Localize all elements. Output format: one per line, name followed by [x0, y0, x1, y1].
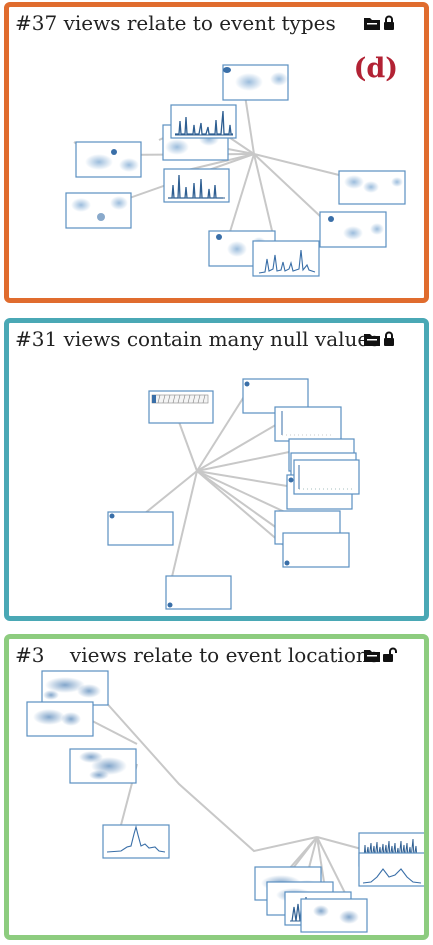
cluster-title: #3 views relate to event locations [15, 643, 379, 667]
cluster-description: views relate to event locations [69, 643, 380, 667]
view-thumbnail[interactable] [41, 670, 109, 706]
cluster-actions [364, 331, 395, 346]
lock-closed-icon[interactable] [383, 331, 395, 346]
cluster-card-event-locations[interactable]: #3 views relate to event locations [4, 634, 429, 940]
view-thumbnail[interactable] [69, 748, 137, 784]
view-thumbnail[interactable] [300, 898, 368, 933]
view-thumbnail[interactable] [163, 168, 230, 203]
cluster-count: #37 [15, 11, 58, 35]
graph-edges [138, 394, 300, 582]
cluster-card-event-types[interactable]: #37 views relate to event types (d) [4, 2, 429, 303]
view-thumbnail[interactable] [338, 170, 406, 205]
view-thumbnail[interactable] [107, 511, 174, 546]
view-graph [107, 378, 360, 610]
cluster-actions [364, 15, 395, 30]
view-thumbnail[interactable] [26, 701, 94, 737]
view-thumbnail[interactable] [282, 532, 350, 568]
cluster-count: #3 [15, 643, 45, 667]
view-thumbnail[interactable] [274, 406, 342, 442]
panel-tag: (d) [353, 53, 398, 84]
cluster-title: #37 views relate to event types [15, 11, 336, 35]
cluster-description: views contain many null values [63, 327, 380, 351]
view-thumbnail[interactable] [170, 104, 237, 139]
view-thumbnail[interactable] [165, 575, 232, 610]
lock-closed-icon[interactable] [383, 15, 395, 30]
view-thumbnail[interactable] [293, 459, 360, 495]
view-thumbnail[interactable] [222, 64, 289, 101]
cluster-card-null-values[interactable]: #31 views contain many null values [4, 318, 429, 621]
cluster-title: #31 views contain many null values [15, 327, 380, 351]
folder-icon[interactable] [364, 332, 380, 346]
view-thumbnail[interactable] [148, 390, 214, 424]
view-thumbnail[interactable] [102, 824, 170, 859]
lock-open-icon[interactable] [383, 647, 397, 662]
view-graph [26, 670, 424, 933]
view-thumbnail[interactable] [252, 240, 320, 277]
view-thumbnail[interactable] [75, 141, 142, 178]
view-thumbnails [65, 64, 406, 277]
view-thumbnail[interactable] [65, 192, 132, 229]
graph-edges [68, 688, 370, 902]
folder-icon[interactable] [364, 648, 380, 662]
view-thumbnails [26, 670, 424, 933]
cluster-count: #31 [15, 327, 58, 351]
cluster-actions [364, 647, 397, 662]
folder-icon[interactable] [364, 16, 380, 30]
view-graph [65, 64, 406, 277]
cluster-description: views relate to event types [63, 11, 336, 35]
view-thumbnail[interactable] [319, 211, 387, 248]
view-thumbnails [107, 378, 360, 610]
view-thumbnail[interactable] [358, 852, 424, 887]
